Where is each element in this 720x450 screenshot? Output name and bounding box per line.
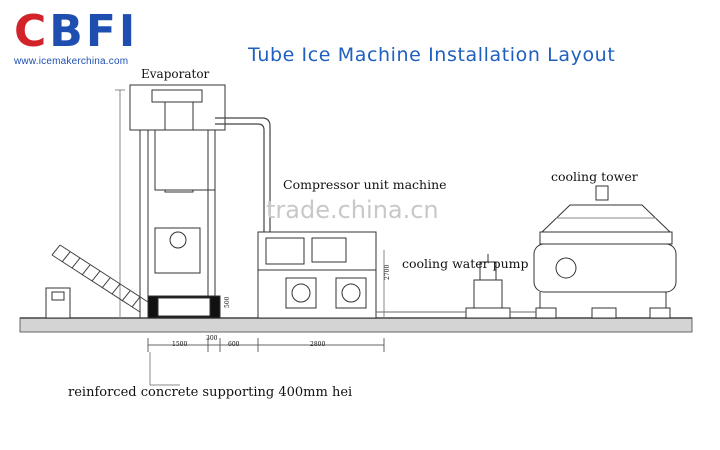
dimension-600: 600 (228, 341, 240, 348)
dimension-1500: 1500 (172, 341, 188, 348)
bottom-dimension-lines (147, 338, 385, 386)
logo-letters-bfi: BFI (49, 6, 139, 57)
dimension-2800: 2800 (310, 341, 326, 348)
logo-brand: CBFI (14, 10, 138, 54)
dimension-2700: 2700 (384, 264, 391, 280)
refrigerant-pipe (215, 117, 271, 232)
dimension-300: 300 (206, 335, 218, 342)
compressor-unit (257, 231, 385, 319)
diagram-title: Tube Ice Machine Installation Layout (248, 44, 616, 66)
cooling-tower (533, 185, 677, 319)
watermark: trade.china.cn (266, 196, 439, 224)
logo-letter-c: C (14, 6, 50, 57)
cooling-water-pump (465, 254, 511, 319)
logo: CBFI www.icemakerchina.com (14, 10, 138, 68)
evaporator-label: Evaporator (141, 67, 210, 81)
foundation-label: reinforced concrete supporting 400mm hei (68, 385, 353, 400)
logo-url: www.icemakerchina.com (14, 56, 129, 67)
ice-conveyor (45, 244, 149, 319)
evaporator-unit (129, 84, 226, 319)
cooling-water-pump-label: cooling water pump (402, 256, 529, 271)
cooling-tower-label: cooling tower (551, 169, 638, 184)
ground-slab (19, 317, 693, 333)
compressor-label: Compressor unit machine (283, 177, 447, 192)
dimension-500: 500 (224, 296, 231, 308)
